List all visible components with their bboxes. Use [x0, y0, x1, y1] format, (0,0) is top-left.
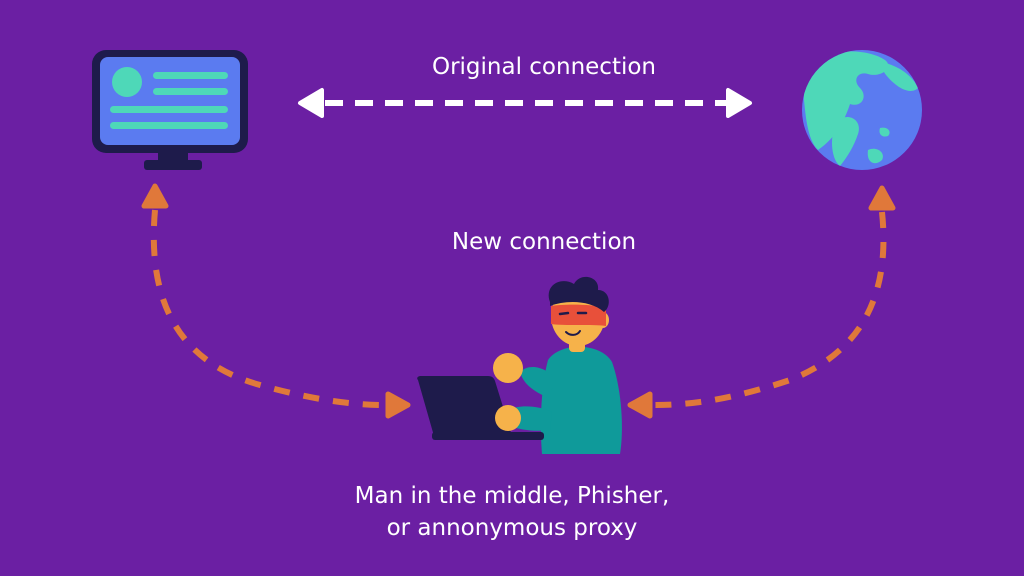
person-shirt [540, 346, 622, 454]
globe-land [867, 148, 883, 164]
laptop-base [432, 432, 544, 440]
globe-land [832, 116, 859, 166]
new-connection-label: New connection [451, 229, 637, 255]
original-arrowhead-right [726, 88, 752, 118]
original-connection-label: Original connection [431, 54, 657, 80]
new-arrowhead-up-globe [868, 185, 896, 211]
person-raised-arm [520, 366, 556, 398]
person-lower-hand [495, 405, 521, 431]
person-raised-hand [493, 353, 523, 383]
person-mask [551, 304, 606, 326]
globe-land [803, 51, 889, 150]
original-arrowhead-left [298, 88, 324, 118]
original-connection-arrow [298, 88, 752, 118]
new-connection-left-arrow [141, 183, 411, 419]
attacker-caption-line1: Man in the middle, Phisher, [354, 483, 670, 509]
hacker-with-laptop-illustration [417, 276, 622, 454]
monitor-icon [92, 50, 248, 170]
globe-land [879, 127, 890, 137]
laptop-icon [417, 376, 512, 436]
person-hair [548, 276, 609, 312]
new-connection-right-arrow [627, 185, 896, 419]
monitor-text-line [110, 122, 228, 129]
new-arrowhead-up-monitor [141, 183, 169, 209]
new-connection-right-path [654, 211, 887, 408]
monitor-avatar-dot [112, 67, 142, 97]
monitor-text-line [110, 106, 228, 113]
attacker-caption-line2: or annonymous proxy [386, 515, 638, 541]
globe-land [880, 62, 918, 91]
monitor-base [144, 160, 202, 170]
monitor-text-line [153, 88, 228, 95]
person-smile [565, 330, 581, 336]
new-connection-left-path [150, 209, 386, 408]
new-arrowhead-right-attacker [385, 391, 411, 419]
globe-icon [802, 50, 922, 170]
person-eye [558, 311, 570, 316]
monitor-text-line [153, 72, 228, 79]
attacker-caption: Man in the middle, Phisher, or annonymou… [300, 480, 724, 544]
new-arrowhead-left-attacker [627, 391, 653, 419]
